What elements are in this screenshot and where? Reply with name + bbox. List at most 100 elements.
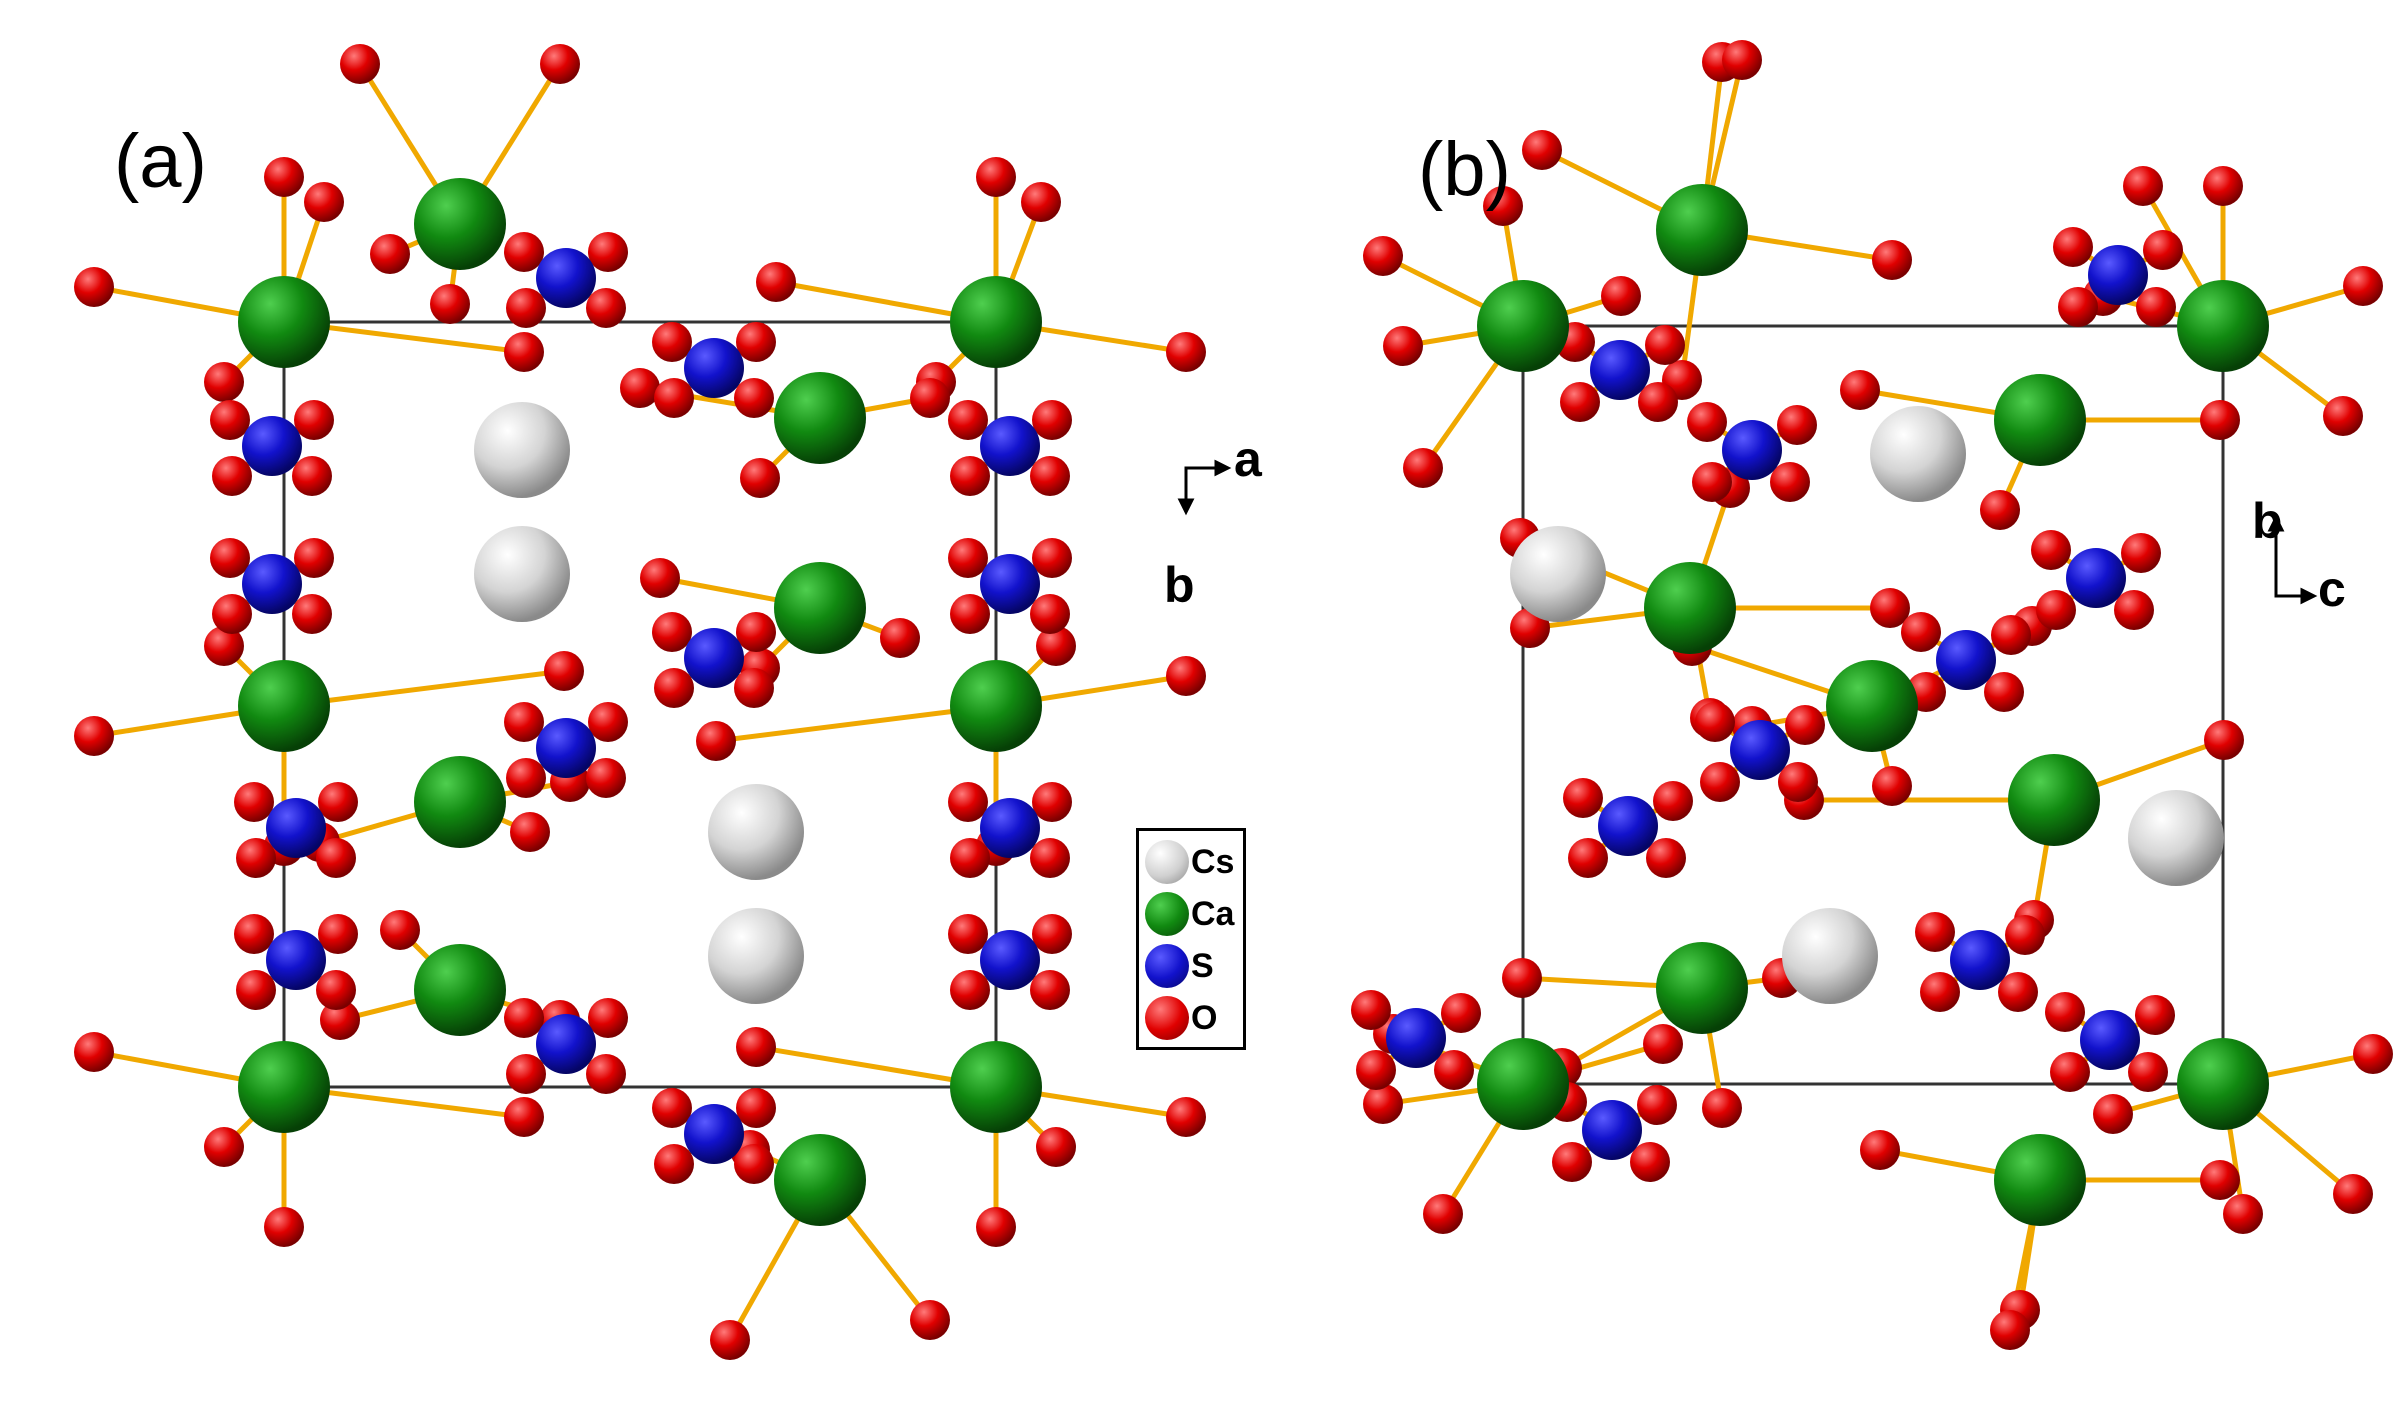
o-atom [1356,1050,1396,1090]
o-atom [1653,781,1693,821]
ca-atom [950,276,1042,368]
o-atom [210,400,250,440]
ca-atom [238,1041,330,1133]
o-atom [1984,672,2024,712]
element-legend: Cs Ca S O [1136,828,1246,1050]
o-atom [294,538,334,578]
o-atom [1030,970,1070,1010]
o-atom [950,838,990,878]
cs-atom [2128,790,2224,886]
o-atom [1695,702,1735,742]
ca-atom [414,944,506,1036]
s-atom [1386,1008,1446,1068]
cs-atom [1510,526,1606,622]
o-atom [588,998,628,1038]
o-atom [1785,705,1825,745]
ca-atom [414,756,506,848]
o-atom [2031,530,2071,570]
o-atom [1770,462,1810,502]
o-atom [1702,1088,1742,1128]
o-atom [1646,838,1686,878]
s-atom [266,930,326,990]
ca-atom [1477,280,1569,372]
s-atom [266,798,326,858]
s-atom [1936,630,1996,690]
ca-atom [1994,374,2086,466]
o-atom [2323,396,2363,436]
o-atom [234,914,274,954]
o-atom [1700,762,1740,802]
o-atom [1032,400,1072,440]
o-atom [316,970,356,1010]
ca-atom [774,1134,866,1226]
o-atom [2045,992,2085,1032]
o-atom [2128,1052,2168,1092]
o-atom [2223,1194,2263,1234]
o-atom [1637,1085,1677,1125]
s-atom [1582,1100,1642,1160]
o-atom [304,182,344,222]
o-atom [1991,615,2031,655]
cs-atom [708,908,804,1004]
cs-atom [1870,406,1966,502]
o-atom [586,758,626,798]
o-atom [1403,448,1443,488]
o-atom [2343,266,2383,306]
o-atom [1166,656,1206,696]
o-atom [880,618,920,658]
o-atom [504,332,544,372]
o-atom [2036,590,2076,630]
axis-indicator-a [1177,459,1232,516]
s-atom [2066,548,2126,608]
o-atom [1638,382,1678,422]
o-atom [2136,287,2176,327]
o-atom [236,970,276,1010]
o-atom [1630,1142,1670,1182]
ca-atom [1826,660,1918,752]
o-atom [204,1127,244,1167]
o-atom [1901,612,1941,652]
o-atom [736,1027,776,1067]
o-atom [1840,370,1880,410]
o-atom [1032,538,1072,578]
s-atom [242,554,302,614]
o-atom [1990,1310,2030,1350]
legend-item-o: O [1145,993,1217,1043]
o-atom [316,838,356,878]
ca-atom [2177,280,2269,372]
o-atom [1434,1050,1474,1090]
o-atom [1777,405,1817,445]
legend-label-cs: Cs [1191,842,1235,881]
o-atom [204,362,244,402]
o-atom [504,1097,544,1137]
o-atom [976,1207,1016,1247]
o-atom [1522,130,1562,170]
o-atom [1483,186,1523,226]
s-atom [1598,796,1658,856]
o-atom [652,1088,692,1128]
cs-swatch-icon [1145,840,1189,884]
o-atom [292,594,332,634]
o-atom [1872,240,1912,280]
o-atom [950,456,990,496]
ca-atom [1656,942,1748,1034]
o-atom [586,288,626,328]
o-atom [2333,1174,2373,1214]
o-atom [1643,1024,1683,1064]
s-atom [980,416,1040,476]
o-atom [1872,766,1912,806]
o-atom [236,838,276,878]
o-atom [1032,782,1072,822]
unit-cell-a [282,320,998,1089]
o-atom [2204,720,2244,760]
ca-atom [1644,562,1736,654]
o-atom [740,458,780,498]
o-atom [264,157,304,197]
o-atom [2143,230,2183,270]
o-atom [1021,182,1061,222]
o-atom [2121,533,2161,573]
o-atom [2058,287,2098,327]
o-atom [950,970,990,1010]
o-atom [504,998,544,1038]
